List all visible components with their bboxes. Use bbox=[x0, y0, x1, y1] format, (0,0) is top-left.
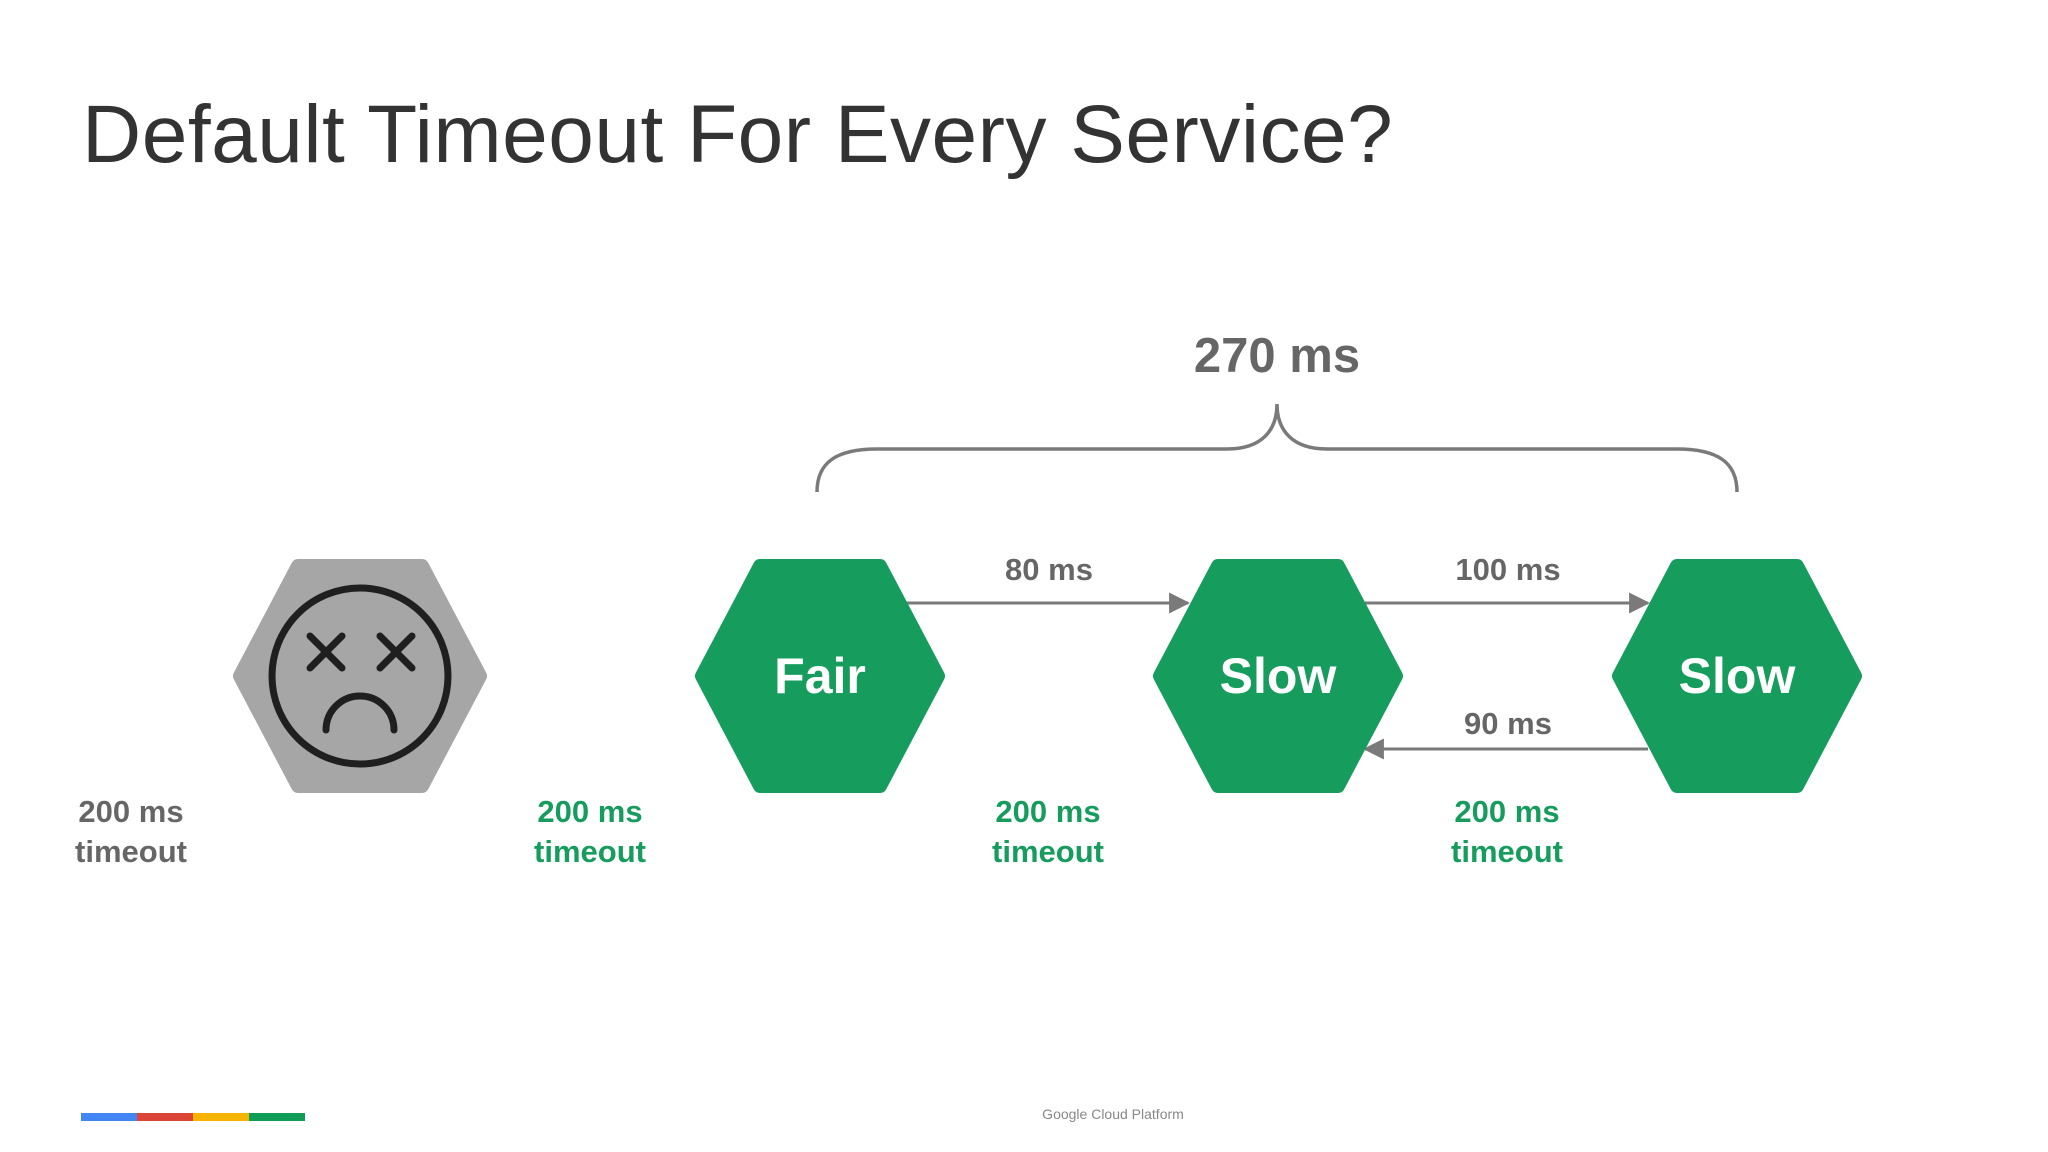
service-node-label-fair: Fair bbox=[774, 648, 866, 704]
footer-bar-red bbox=[137, 1113, 193, 1121]
timeout-label-slow-1: 200 ms timeout bbox=[992, 792, 1104, 872]
response-latency-label-slow-to-slow: 90 ms bbox=[1464, 706, 1552, 741]
footer-bar-blue bbox=[81, 1113, 137, 1121]
timeout-label-slow-2: 200 ms timeout bbox=[1451, 792, 1563, 872]
timeout-word: timeout bbox=[534, 834, 646, 869]
footer-bar-yellow bbox=[193, 1113, 249, 1121]
slide-title: Default Timeout For Every Service? bbox=[82, 89, 1394, 180]
timeout-word: timeout bbox=[75, 834, 187, 869]
timeout-label-fair: 200 ms timeout bbox=[534, 792, 646, 872]
timeout-value: 200 ms bbox=[537, 794, 643, 829]
timeout-word: timeout bbox=[992, 834, 1104, 869]
footer-color-bar bbox=[81, 1113, 305, 1121]
call-latency-label-slow-to-slow: 100 ms bbox=[1455, 552, 1561, 587]
timeout-value: 200 ms bbox=[995, 794, 1101, 829]
service-node-failed bbox=[233, 559, 487, 793]
timeout-value: 200 ms bbox=[78, 794, 184, 829]
footer-brand-text: Google Cloud Platform bbox=[1042, 1106, 1184, 1122]
total-latency-brace bbox=[815, 403, 1739, 493]
timeout-word: timeout bbox=[1451, 834, 1563, 869]
service-node-slow-1 bbox=[1153, 559, 1403, 793]
service-node-label-slow-1: Slow bbox=[1219, 648, 1337, 704]
service-node-label-slow-2: Slow bbox=[1678, 648, 1796, 704]
dead-face-icon bbox=[268, 584, 452, 768]
service-node-fair bbox=[695, 559, 945, 793]
timeout-label-failed: 200 ms timeout bbox=[75, 792, 187, 872]
footer-bar-green bbox=[249, 1113, 305, 1121]
service-node-slow-2 bbox=[1612, 559, 1862, 793]
timeout-value: 200 ms bbox=[1454, 794, 1560, 829]
call-latency-label-fair-to-slow: 80 ms bbox=[1005, 552, 1093, 587]
total-latency-label: 270 ms bbox=[1193, 329, 1361, 383]
